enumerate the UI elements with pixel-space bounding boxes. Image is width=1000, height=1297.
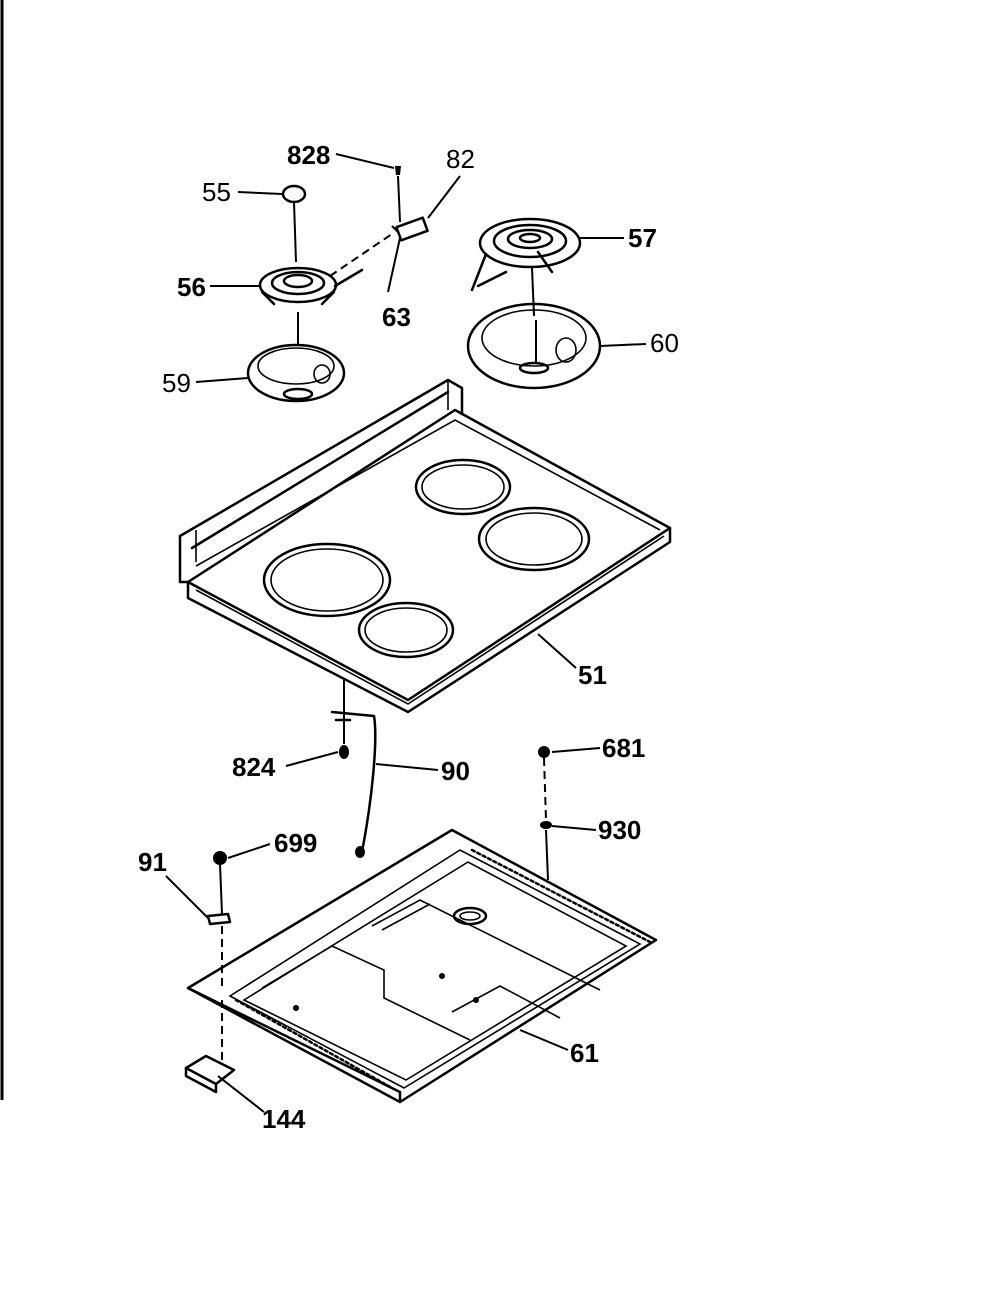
label-56: 56: [177, 272, 206, 302]
wire-connector: [330, 680, 377, 858]
label-55: 55: [202, 177, 231, 207]
label-61: 61: [570, 1038, 599, 1068]
label-828: 828: [287, 140, 330, 170]
terminal-block: [329, 166, 429, 293]
label-57: 57: [628, 223, 657, 253]
drip-pan-large: [466, 302, 602, 390]
drip-pan-small: [246, 312, 346, 403]
surface-unit-large: [470, 217, 582, 317]
screw-clip-left: [206, 851, 232, 990]
label-63: 63: [382, 302, 411, 332]
main-top-cooktop: [178, 378, 672, 714]
label-699: 699: [274, 828, 317, 858]
bottom-pan: [186, 828, 658, 1104]
label-60: 60: [650, 328, 679, 358]
label-824: 824: [232, 752, 276, 782]
label-144: 144: [262, 1104, 306, 1134]
part-55-cap: [281, 184, 307, 263]
label-930: 930: [598, 815, 641, 845]
label-681: 681: [602, 733, 645, 763]
label-90: 90: [441, 756, 470, 786]
label-82: 82: [446, 144, 475, 174]
surface-unit-small: [258, 266, 364, 306]
label-59: 59: [162, 368, 191, 398]
label-51: 51: [578, 660, 607, 690]
bracket: [184, 1000, 265, 1113]
screw-washer-right: [538, 746, 552, 881]
label-91: 91: [138, 847, 167, 877]
